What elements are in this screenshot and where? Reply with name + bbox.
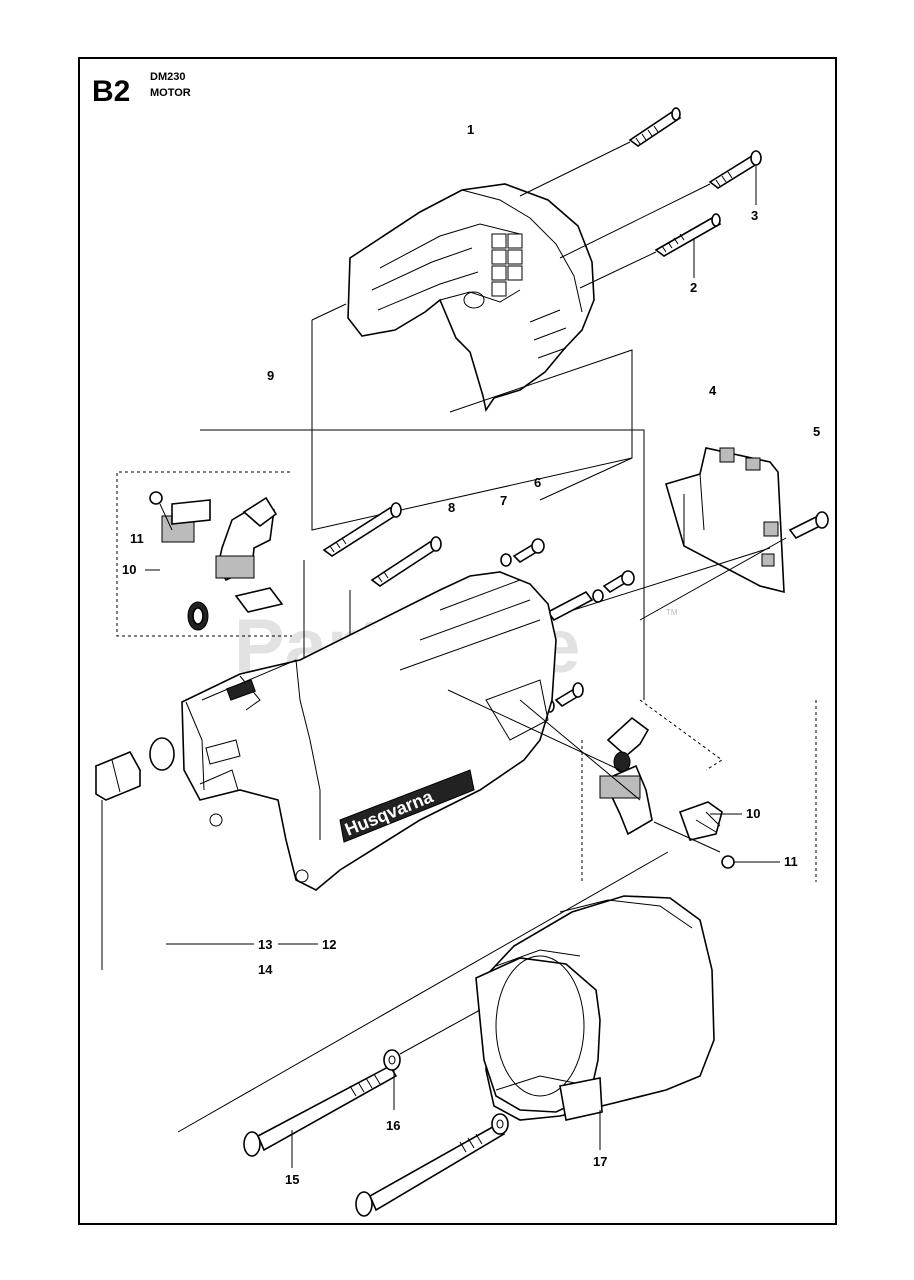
callout-10-right: 10	[746, 806, 760, 821]
screw-6a	[500, 538, 545, 567]
callout-7: 7	[500, 493, 507, 508]
screw-6c	[545, 682, 584, 713]
brush-holder-right	[599, 716, 723, 841]
motor-bearing-left	[94, 737, 175, 801]
callout-15: 15	[285, 1172, 299, 1187]
long-screw-15b	[355, 1122, 506, 1217]
callout-5: 5	[813, 424, 820, 439]
callout-12: 12	[322, 937, 336, 952]
watermark-tm: TM	[666, 608, 678, 617]
callout-14: 14	[258, 962, 273, 977]
callout-17: 17	[593, 1154, 607, 1169]
callout-6: 6	[534, 475, 541, 490]
callout-9: 9	[267, 368, 274, 383]
motor-housing	[181, 571, 557, 891]
callout-8: 8	[448, 500, 455, 515]
callout-2: 2	[690, 280, 697, 295]
washer-16b	[491, 1113, 509, 1135]
stator	[475, 895, 715, 1121]
callout-16: 16	[386, 1118, 400, 1133]
motor-cover	[347, 183, 595, 413]
callout-11-left: 11	[130, 531, 144, 546]
diagram-code: B2	[92, 75, 130, 108]
screw-1	[628, 107, 682, 147]
screw-3	[708, 150, 762, 189]
page-frame	[78, 57, 837, 1225]
model-number: DM230	[150, 71, 185, 83]
screw-8	[322, 502, 402, 557]
screw-11b	[721, 855, 780, 869]
screw-6b	[546, 570, 635, 622]
screw-5	[788, 511, 829, 540]
screw-2	[654, 213, 722, 257]
section-title: MOTOR	[150, 87, 191, 99]
callout-4: 4	[709, 383, 717, 398]
callout-10-left: 10	[122, 562, 136, 577]
screw-7	[370, 536, 442, 587]
callout-1: 1	[467, 122, 474, 137]
long-screw-15a	[243, 1064, 398, 1157]
brush-holder-left	[149, 491, 284, 631]
callout-3: 3	[751, 208, 758, 223]
washer-16a	[383, 1049, 401, 1071]
circuit-board	[665, 447, 785, 594]
callout-13: 13	[258, 937, 272, 952]
callout-11-right: 11	[784, 854, 798, 869]
